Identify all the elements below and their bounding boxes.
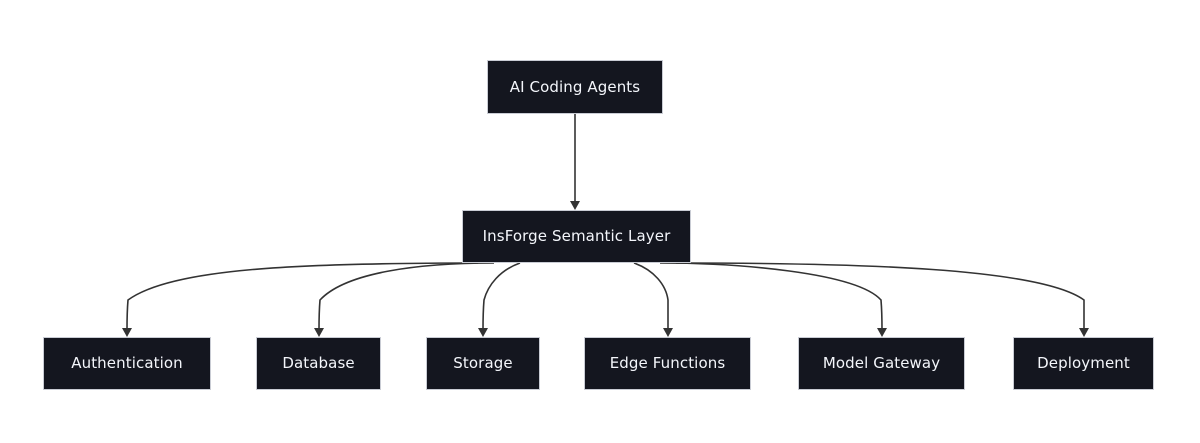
node-storage[interactable]: Storage [426,337,540,390]
arrowhead-storage [478,328,488,337]
edge-hub-to-model-gateway [659,262,883,331]
node-label: Storage [453,354,513,372]
edge-hub-to-storage [482,262,521,331]
arrowhead-auth [122,328,132,337]
edge-hub-to-deployment [675,262,1085,330]
node-label: Model Gateway [822,354,941,372]
edge-hub-to-edge-functions [633,262,669,330]
node-root[interactable]: AI Coding Agents [487,60,663,114]
node-label: AI Coding Agents [509,77,641,96]
node-edge-functions[interactable]: Edge Functions [584,337,751,390]
node-label: Edge Functions [609,354,726,372]
node-label: Database [282,354,355,372]
arrowhead-deployment [1079,328,1089,337]
arrowhead-database [314,328,324,337]
arrowhead-hub [570,201,580,210]
arrowhead-edge-functions [663,328,673,337]
node-model-gateway[interactable]: Model Gateway [798,337,965,390]
arrowhead-model-gateway [877,328,887,337]
node-hub[interactable]: InsForge Semantic Layer [462,210,691,263]
node-deployment[interactable]: Deployment [1013,337,1154,390]
node-label: InsForge Semantic Layer [482,227,671,245]
node-label: Authentication [71,354,183,372]
node-database[interactable]: Database [256,337,381,390]
edge-hub-to-database [318,262,495,331]
node-label: Deployment [1037,354,1130,372]
edge-hub-to-auth [126,262,479,331]
node-auth[interactable]: Authentication [43,337,211,390]
